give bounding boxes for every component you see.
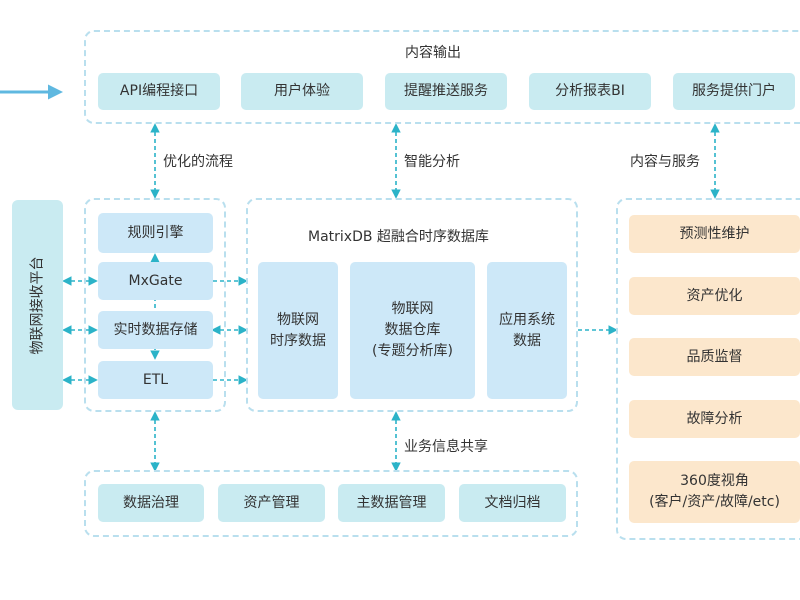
realtime-storage-box: 实时数据存储 xyxy=(98,311,213,349)
etl-box: ETL xyxy=(98,361,213,399)
iot-timeseries-box: 物联网 时序数据 xyxy=(258,262,338,399)
flow-label: 优化的流程 xyxy=(163,154,233,170)
app-system-line2: 数据 xyxy=(513,332,541,349)
apps-group xyxy=(616,198,800,540)
app-system-box: 应用系统 数据 xyxy=(487,262,567,399)
iot-warehouse-box: 物联网 数据仓库 (专题分析库) xyxy=(350,262,475,399)
view-360-line1: 360度视角 xyxy=(680,473,749,489)
iot-warehouse-line1: 物联网 xyxy=(391,301,434,317)
app-system-line1: 应用系统 xyxy=(499,311,555,328)
view-360-line2: (客户/资产/故障/etc) xyxy=(649,494,780,510)
document-archive-box: 文档归档 xyxy=(459,484,566,522)
predictive-maintenance-box: 预测性维护 xyxy=(629,215,800,253)
iot-warehouse-line2: 数据仓库 xyxy=(384,322,441,338)
matrixdb-title: MatrixDB 超融合时序数据库 xyxy=(308,229,489,245)
output-api-box: API编程接口 xyxy=(98,73,220,110)
iot-warehouse-line3: (专题分析库) xyxy=(372,343,453,359)
iot-timeseries-line1: 物联网 xyxy=(277,311,319,328)
matrixdb-group xyxy=(246,198,578,412)
data-governance-box: 数据治理 xyxy=(98,484,204,522)
quality-supervision-box: 品质监督 xyxy=(629,338,800,376)
iot-platform-sidebar: 物联网接收平台 xyxy=(12,200,63,410)
output-ux-box: 用户体验 xyxy=(241,73,363,110)
output-portal-box: 服务提供门户 xyxy=(673,73,795,110)
output-bi-box: 分析报表BI xyxy=(529,73,651,110)
iot-timeseries-line2: 时序数据 xyxy=(270,332,326,349)
business-share-label: 业务信息共享 xyxy=(404,439,488,455)
content-service-label: 内容与服务 xyxy=(630,154,700,170)
content-output-group xyxy=(84,30,800,124)
fault-analysis-box: 故障分析 xyxy=(629,400,800,438)
view-360-box: 360度视角 (客户/资产/故障/etc) xyxy=(629,461,800,523)
content-output-title: 内容输出 xyxy=(405,45,461,61)
output-push-box: 提醒推送服务 xyxy=(385,73,507,110)
smart-label: 智能分析 xyxy=(404,154,460,170)
mxgate-box: MxGate xyxy=(98,262,213,300)
master-data-box: 主数据管理 xyxy=(338,484,445,522)
iot-platform-title: 物联网接收平台 xyxy=(29,256,45,354)
ingest-group xyxy=(84,198,226,412)
asset-management-box: 资产管理 xyxy=(218,484,325,522)
rule-engine-box: 规则引擎 xyxy=(98,213,213,253)
asset-optimization-box: 资产优化 xyxy=(629,277,800,315)
governance-group xyxy=(84,470,578,537)
